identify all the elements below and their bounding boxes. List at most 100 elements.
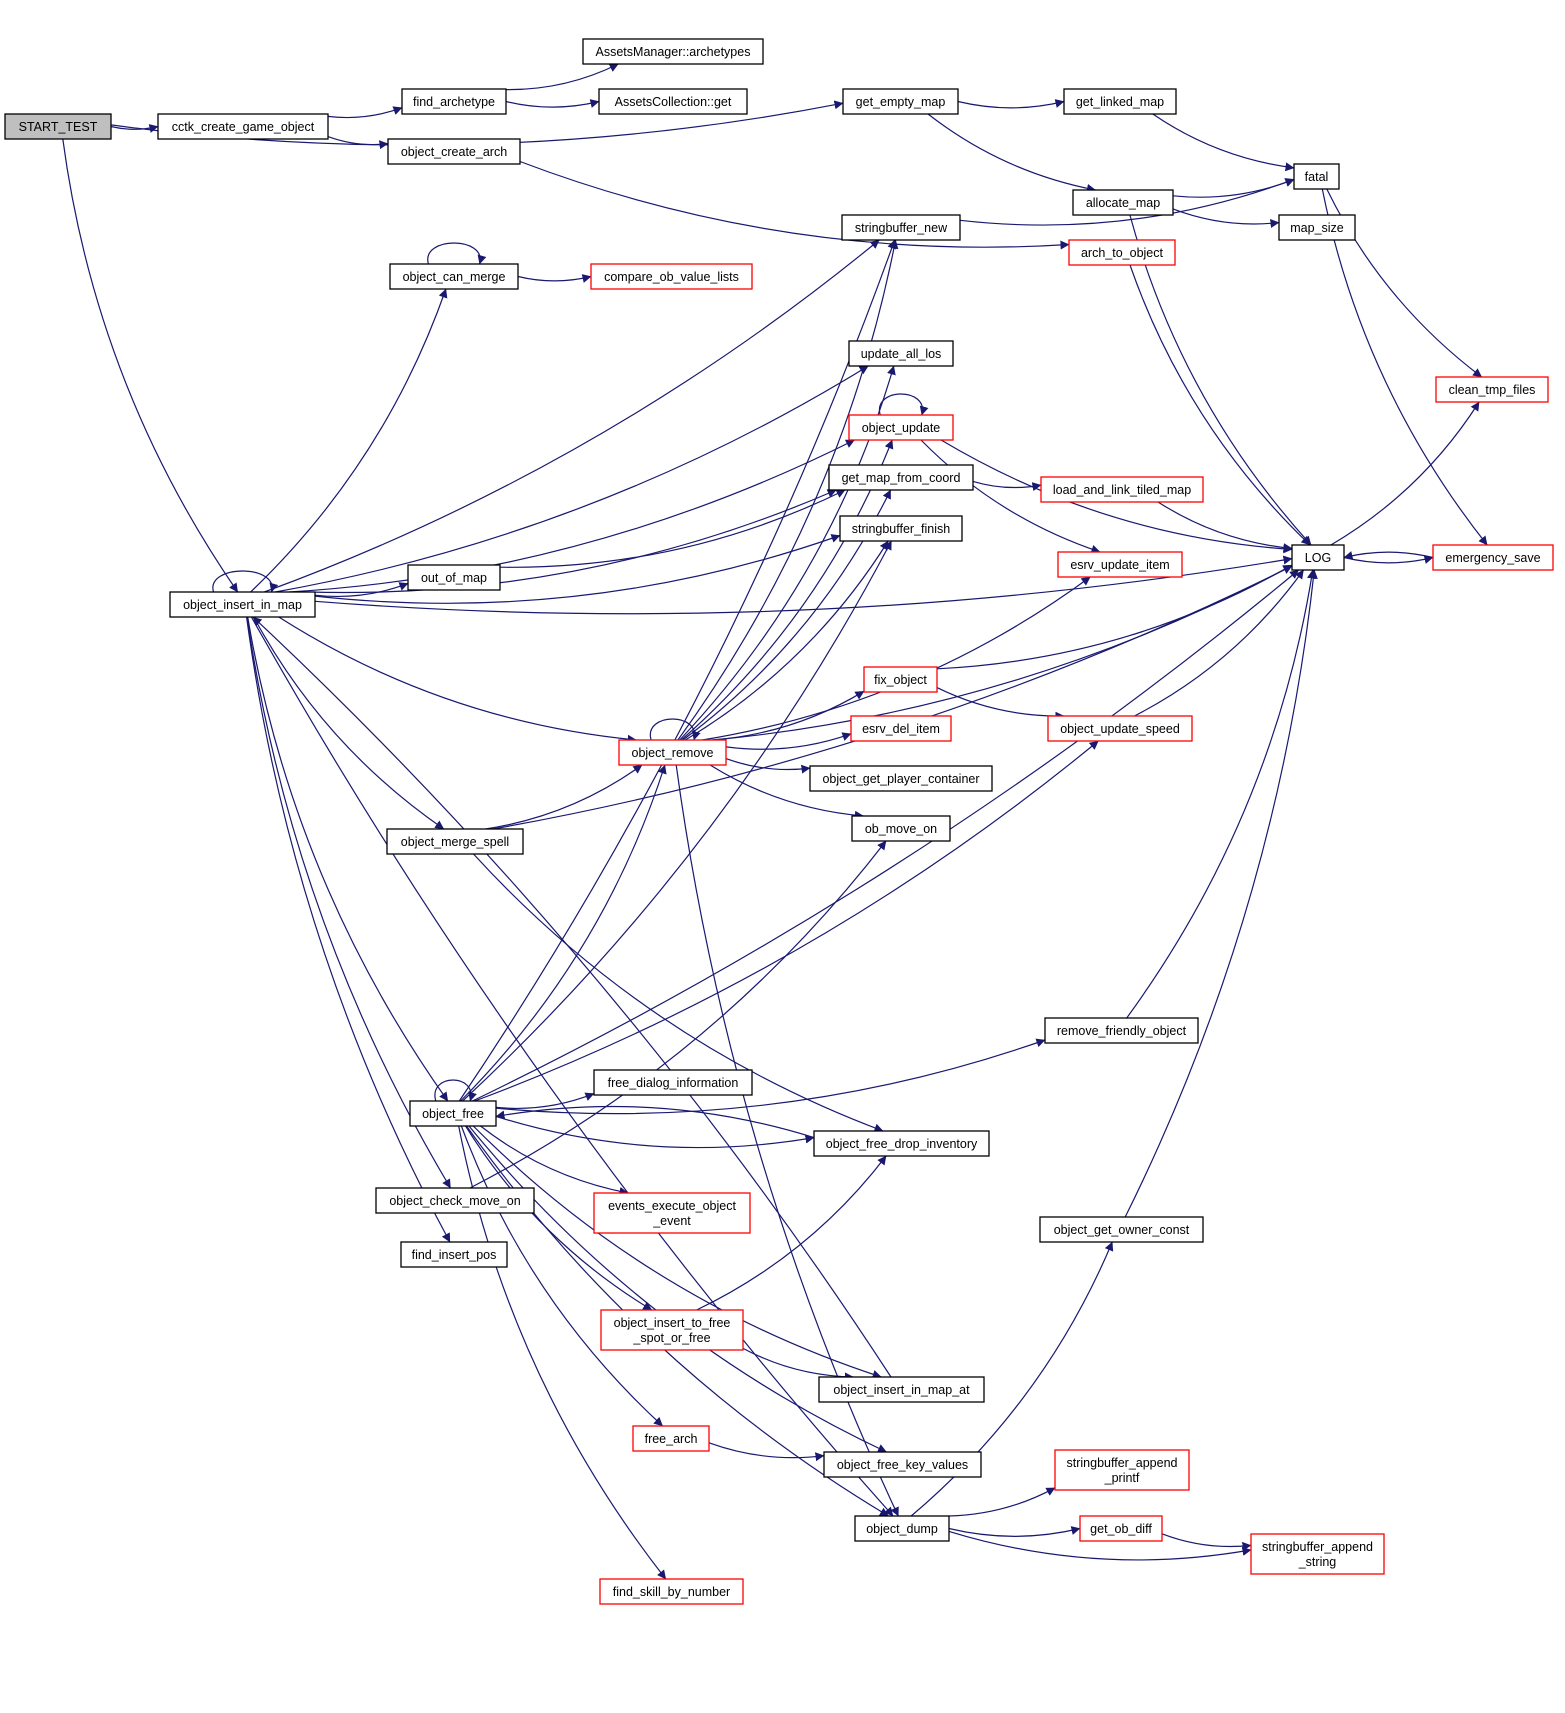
node-stringbuffer-new[interactable]: stringbuffer_new	[841, 214, 961, 241]
node-label: compare_ob_value_lists	[604, 270, 739, 284]
node-object-get-player-container[interactable]: object_get_player_container	[809, 765, 993, 792]
node-stringbuffer-append-printf[interactable]: stringbuffer_append_printf	[1054, 1449, 1190, 1491]
node-label: free_arch	[645, 1432, 698, 1446]
node-find-skill-by-number[interactable]: find_skill_by_number	[599, 1578, 744, 1605]
node-find-archetype[interactable]: find_archetype	[401, 88, 507, 115]
node-object-create-arch[interactable]: object_create_arch	[387, 138, 521, 165]
node-object-update[interactable]: object_update	[848, 414, 954, 441]
node-esrv-del-item[interactable]: esrv_del_item	[850, 715, 952, 742]
edge-stringbuffer-new-to-fatal	[959, 178, 1295, 226]
node-free-arch[interactable]: free_arch	[632, 1425, 710, 1452]
node-object-check-move-on[interactable]: object_check_move_on	[375, 1187, 535, 1214]
node-stringbuffer-append-string[interactable]: stringbuffer_append_string	[1250, 1533, 1385, 1575]
node-object-can-merge[interactable]: object_can_merge	[389, 263, 519, 290]
node-arch-to-object[interactable]: arch_to_object	[1068, 239, 1176, 266]
node-map-size[interactable]: map_size	[1278, 214, 1356, 241]
edge-path	[474, 740, 1099, 1102]
node-allocate-map[interactable]: allocate_map	[1072, 189, 1174, 216]
node-stringbuffer-finish[interactable]: stringbuffer_finish	[839, 515, 963, 542]
edge-cctk-create-game-object-to-object-create-arch	[327, 136, 389, 150]
node-box	[169, 591, 316, 618]
edge-object-can-merge-to-compare-ob-value-lists	[517, 274, 592, 283]
edge-path	[684, 540, 889, 741]
node-label: object_merge_spell	[401, 835, 509, 849]
node-fatal[interactable]: fatal	[1293, 163, 1340, 190]
node-object-free-key-values[interactable]: object_free_key_values	[823, 1451, 982, 1478]
node-box	[1039, 1216, 1204, 1243]
node-ob-move-on[interactable]: ob_move_on	[851, 815, 951, 842]
node-get-linked-map[interactable]: get_linked_map	[1063, 88, 1177, 115]
edge-get-linked-map-to-fatal	[1152, 113, 1295, 172]
edge-path	[460, 764, 667, 1102]
edge-path	[473, 853, 884, 1133]
edge-path	[495, 1105, 815, 1139]
node-label: AssetsManager::archetypes	[596, 45, 751, 59]
node-box	[593, 1192, 751, 1234]
edge-path	[1330, 401, 1480, 546]
node-cctk-create-game-object[interactable]: cctk_create_game_object	[157, 113, 329, 140]
node-object-remove[interactable]: object_remove	[618, 739, 727, 766]
node-box	[863, 666, 938, 693]
node-label: object_update	[862, 421, 941, 435]
edge-path	[62, 138, 239, 593]
node-get-empty-map[interactable]: get_empty_map	[842, 88, 959, 115]
node-object-free-drop-inventory[interactable]: object_free_drop_inventory	[813, 1130, 990, 1157]
node-esrv-update-item[interactable]: esrv_update_item	[1057, 551, 1183, 578]
edge-path	[519, 160, 1070, 250]
node-object-insert-in-map[interactable]: object_insert_in_map	[169, 591, 316, 618]
node-box	[632, 1425, 710, 1452]
edge-load-and-link-tiled-map-to-log	[1157, 501, 1293, 553]
node-box	[409, 1100, 497, 1127]
node-object-update-speed[interactable]: object_update_speed	[1047, 715, 1193, 742]
edge-object-merge-spell-to-object-remove	[485, 764, 643, 830]
node-box	[842, 88, 959, 115]
node-label: remove_friendly_object	[1057, 1024, 1187, 1038]
edge-path	[910, 1241, 1114, 1517]
edge-path	[936, 564, 1293, 670]
edge-path	[1321, 188, 1488, 546]
node-box	[839, 515, 963, 542]
edge-path	[742, 1347, 854, 1382]
node-log[interactable]: LOG	[1291, 544, 1345, 571]
node-free-dialog-information[interactable]: free_dialog_information	[593, 1069, 753, 1096]
edge-find-archetype-to-assets-manager-archetypes	[505, 63, 619, 91]
edge-path	[505, 99, 600, 108]
node-label: object_can_merge	[403, 270, 506, 284]
node-fix-object[interactable]: fix_object	[863, 666, 938, 693]
node-object-insert-to-free-spot-or-free[interactable]: object_insert_to_free_spot_or_free	[600, 1309, 744, 1351]
node-start-test[interactable]: START_TEST	[4, 113, 112, 140]
node-object-dump[interactable]: object_dump	[854, 1515, 950, 1542]
node-label: object_free	[422, 1107, 484, 1121]
node-compare-ob-value-lists[interactable]: compare_ob_value_lists	[590, 263, 753, 290]
edge-object-insert-in-map-at-to-object-insert-in-map	[252, 616, 892, 1378]
edge-cctk-create-game-object-to-find-archetype	[327, 106, 403, 119]
node-load-and-link-tiled-map[interactable]: load_and_link_tiled_map	[1040, 476, 1204, 503]
node-assets-collection-get[interactable]: AssetsCollection::get	[598, 88, 748, 115]
node-get-map-from-coord[interactable]: get_map_from_coord	[828, 464, 974, 491]
node-object-merge-spell[interactable]: object_merge_spell	[386, 828, 524, 855]
edge-object-remove-to-ob-move-on	[709, 764, 864, 820]
node-find-insert-pos[interactable]: find_insert_pos	[400, 1241, 508, 1268]
node-box	[582, 38, 764, 65]
edge-free-arch-to-object-free-key-values	[708, 1442, 825, 1462]
node-assets-manager-archetypes[interactable]: AssetsManager::archetypes	[582, 38, 764, 65]
node-label: stringbuffer_new	[855, 221, 948, 235]
node-events-execute-object-event[interactable]: events_execute_object_event	[593, 1192, 751, 1234]
node-get-ob-diff[interactable]: get_ob_diff	[1079, 1515, 1163, 1542]
node-label: stringbuffer_finish	[852, 522, 950, 536]
node-out-of-map[interactable]: out_of_map	[407, 564, 501, 591]
node-object-insert-in-map-at[interactable]: object_insert_in_map_at	[818, 1376, 985, 1403]
node-emergency-save[interactable]: emergency_save	[1432, 544, 1554, 571]
node-label: esrv_del_item	[862, 722, 940, 736]
edge-object-insert-in-map-to-object-update	[288, 439, 855, 593]
edge-object-free-to-stringbuffer-new	[458, 239, 897, 1102]
node-clean-tmp-files[interactable]: clean_tmp_files	[1435, 376, 1549, 403]
edge-path	[1152, 113, 1295, 172]
edge-path	[1343, 551, 1434, 560]
node-object-get-owner-const[interactable]: object_get_owner_const	[1039, 1216, 1204, 1243]
node-label: object_get_player_container	[822, 772, 979, 786]
node-update-all-los[interactable]: update_all_los	[848, 340, 954, 367]
node-box	[600, 1309, 744, 1351]
node-object-free[interactable]: object_free	[409, 1100, 497, 1127]
node-remove-friendly-object[interactable]: remove_friendly_object	[1044, 1017, 1199, 1044]
